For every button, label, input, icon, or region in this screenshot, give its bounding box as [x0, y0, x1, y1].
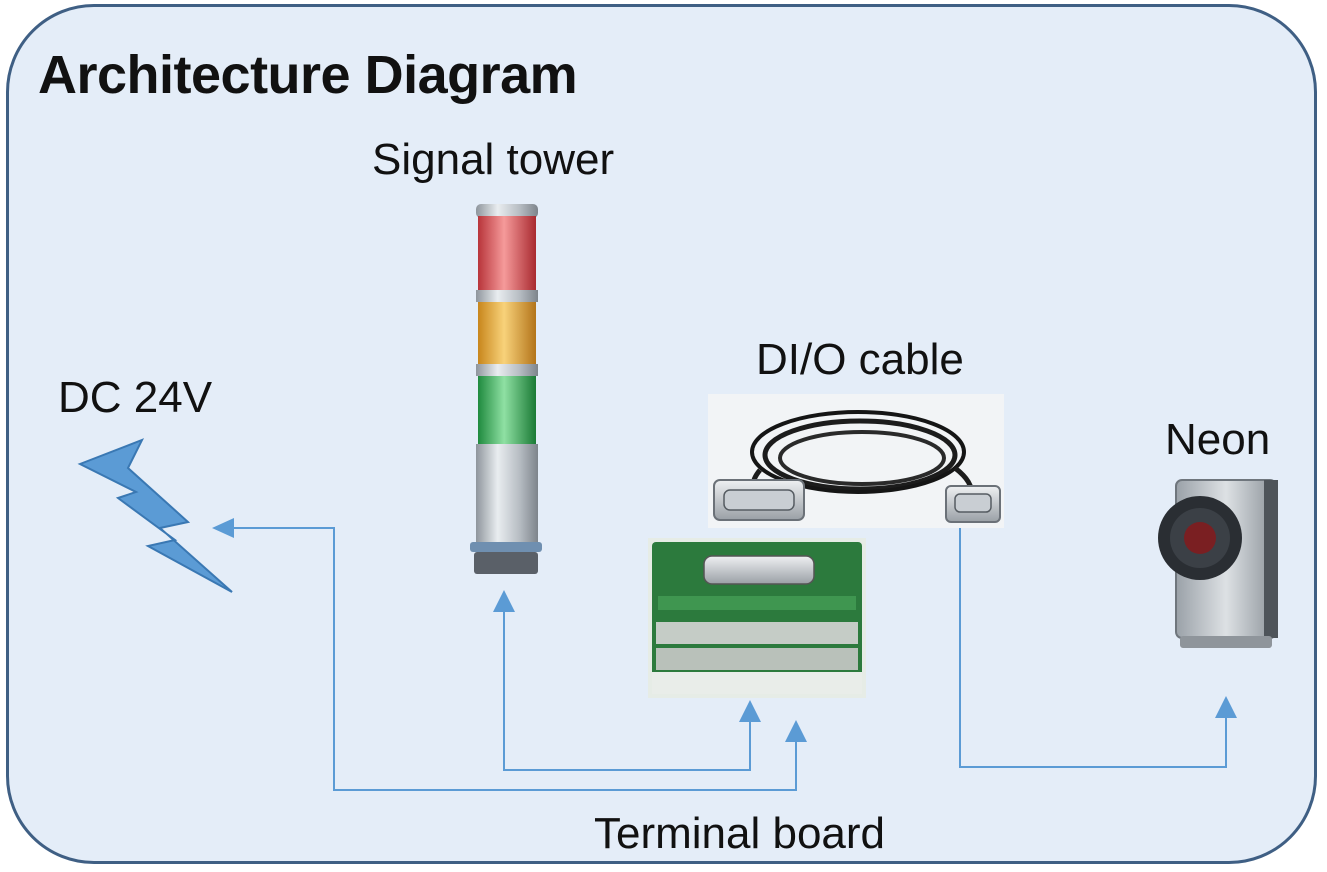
neon-camera-image — [1158, 479, 1278, 648]
arrow-to-terminal-left — [739, 700, 761, 722]
connector-cable-to-neon — [959, 528, 1227, 768]
connector-tower-to-terminal — [503, 604, 751, 771]
connector-dc-to-terminal — [232, 527, 797, 791]
arrow-to-neon — [1215, 696, 1237, 718]
diagram-frame — [6, 4, 1317, 864]
terminal-board-label: Terminal board — [594, 809, 886, 858]
diagram-title: Architecture Diagram — [38, 45, 578, 105]
neon-label: Neon — [1165, 415, 1271, 464]
terminal-board-image — [648, 538, 866, 698]
arrow-to-signal-tower — [493, 590, 515, 612]
dio-cable-label: DI/O cable — [756, 335, 964, 384]
lightning-bolt-icon — [77, 438, 233, 593]
signal-tower-image — [470, 204, 542, 574]
arrow-to-terminal-right — [785, 720, 807, 742]
connectors — [232, 527, 1227, 791]
signal-tower-label: Signal tower — [372, 135, 615, 184]
arrow-to-dc-power — [212, 518, 234, 538]
dc-power-label: DC 24V — [58, 373, 213, 422]
dio-cable-image — [708, 394, 1004, 528]
